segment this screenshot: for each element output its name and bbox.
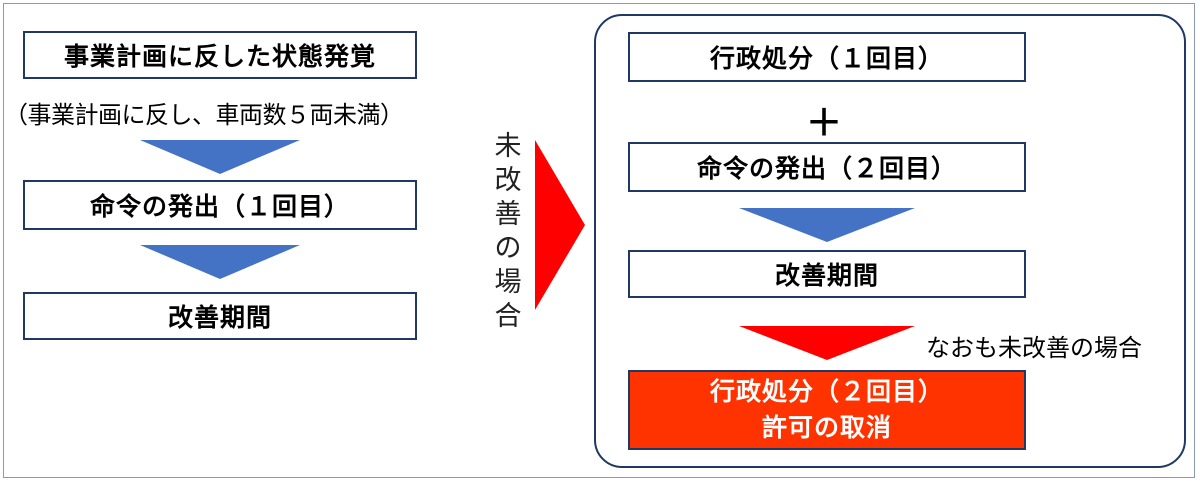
condition-char: 善: [494, 199, 522, 230]
condition-vertical-text: 未 改 善 の 場 合: [488, 130, 528, 334]
escalation-container: [594, 14, 1186, 468]
diagram-frame: [3, 3, 1195, 478]
box-violation-detected: 事業計画に反した状態発覚: [23, 31, 417, 79]
violation-note: （事業計画に反し、車両数５両未満）: [4, 101, 404, 129]
condition-char: の: [494, 233, 522, 264]
box-admin-action-1-label: 行政処分（１回目）: [709, 44, 944, 73]
box-order-1: 命令の発出（１回目）: [23, 180, 417, 230]
box-order-2: 命令の発出（２回目）: [628, 142, 1026, 192]
down-arrow-3: [739, 208, 915, 242]
condition-char: 改: [494, 165, 522, 196]
plus-sign: ＋: [806, 103, 843, 144]
box-order-1-label: 命令の発出（１回目）: [89, 192, 350, 221]
down-arrow-red: [739, 326, 915, 360]
box-improvement-period-right-label: 改善期間: [774, 261, 879, 290]
box-violation-detected-label: 事業計画に反した状態発覚: [63, 42, 376, 71]
down-arrow-1: [140, 140, 300, 174]
condition-char: 場: [494, 267, 522, 298]
final-line-2: 許可の取消: [761, 413, 892, 442]
box-improvement-period-right: 改善期間: [628, 250, 1026, 298]
right-arrow-red: [535, 140, 585, 310]
still-unimproved-note: なおも未改善の場合: [926, 334, 1142, 362]
condition-char: 未: [494, 131, 522, 162]
box-order-2-label: 命令の発出（２回目）: [696, 154, 957, 183]
box-admin-action-1: 行政処分（１回目）: [628, 32, 1026, 82]
box-improvement-period-left-label: 改善期間: [167, 303, 272, 332]
box-improvement-period-left: 改善期間: [23, 292, 417, 340]
box-license-revocation: 行政処分（２回目） 許可の取消: [628, 370, 1026, 450]
condition-char: 合: [494, 301, 522, 332]
down-arrow-2: [140, 245, 300, 279]
final-line-1: 行政処分（２回目）: [709, 377, 944, 406]
